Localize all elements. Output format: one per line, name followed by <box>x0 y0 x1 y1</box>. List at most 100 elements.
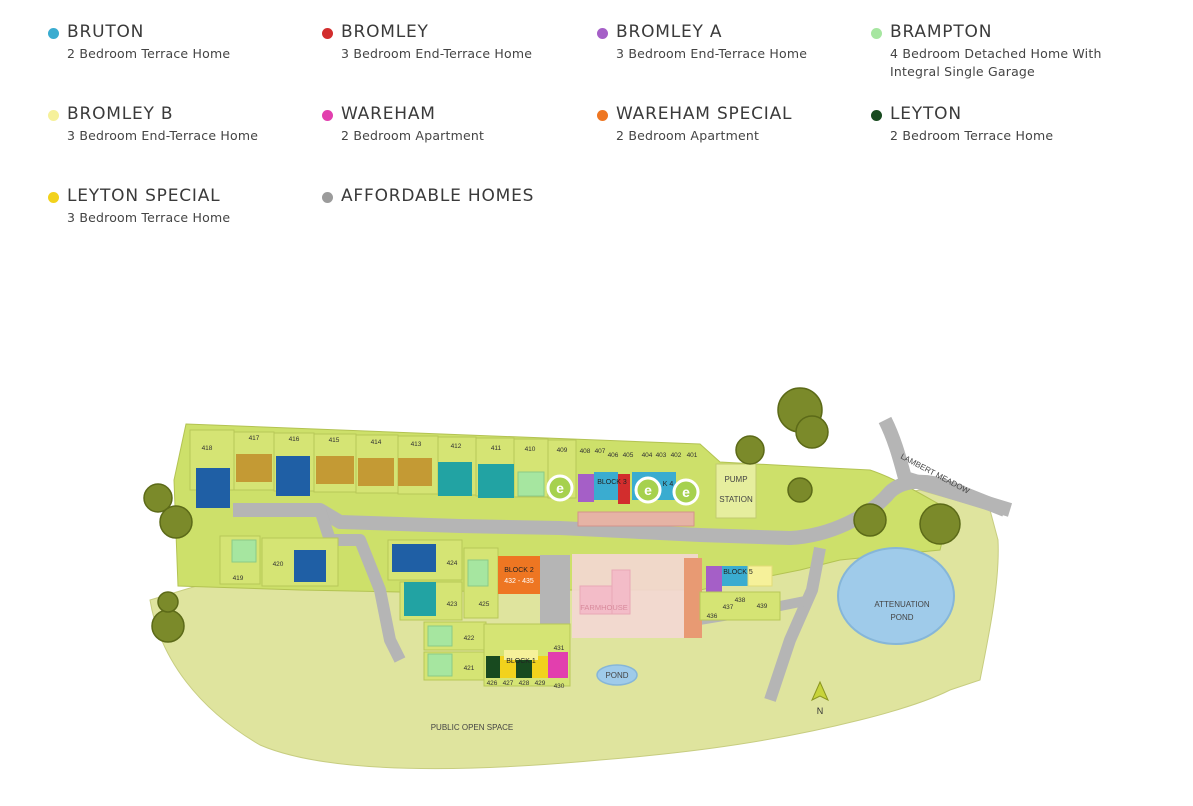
plot-label: 408 <box>580 448 591 455</box>
house-427 <box>500 656 516 678</box>
legend-dot <box>48 192 59 203</box>
house-412 <box>438 462 472 496</box>
block3-purple <box>578 474 594 502</box>
legend-dot <box>322 28 333 39</box>
legend-desc: 2 Bedroom Terrace Home <box>890 128 1054 143</box>
svg-text:e: e <box>644 482 652 498</box>
block-1 <box>483 623 571 687</box>
legend-desc: 3 Bedroom End-Terrace Home <box>616 46 808 61</box>
trees <box>143 387 961 643</box>
house-415 <box>316 456 354 484</box>
legend-desc: 3 Bedroom Terrace Home <box>67 210 231 225</box>
legend-dot <box>871 28 882 39</box>
legend-desc: 2 Bedroom Apartment <box>341 128 485 143</box>
attenuation-pond-label-1: ATTENUATION <box>874 600 929 609</box>
legend-dot <box>48 110 59 121</box>
block2-range-label: 432 - 435 <box>504 578 534 585</box>
block3-blue <box>594 472 618 500</box>
legend-name: BROMLEY B <box>67 104 174 124</box>
legend-desc: 2 Bedroom Apartment <box>616 128 760 143</box>
block2 <box>498 556 540 594</box>
parking-area <box>540 555 570 625</box>
legend-name: BROMLEY <box>341 22 429 42</box>
plot-label: 437 <box>723 604 734 611</box>
block5-label: BLOCK 5 <box>723 569 753 576</box>
legend-name: BRAMPTON <box>890 22 993 42</box>
public-open-space-label: PUBLIC OPEN SPACE <box>431 723 514 732</box>
tree-icon <box>159 505 193 539</box>
farmhouse-wing <box>611 569 631 615</box>
block4-label: K 4 <box>663 481 674 488</box>
plot-label: 412 <box>451 443 462 450</box>
plot-label: 422 <box>464 635 475 642</box>
tree-icon <box>787 477 813 503</box>
plots-east <box>699 591 781 621</box>
plot-label: 438 <box>735 597 746 604</box>
legend-dot <box>871 110 882 121</box>
legend-desc: 3 Bedroom End-Terrace Home <box>67 128 259 143</box>
block5-purple <box>706 566 722 592</box>
tree-icon <box>735 435 765 465</box>
tree-icon <box>795 415 829 449</box>
attenuation-pond <box>837 547 955 645</box>
house-420 <box>294 550 326 582</box>
top-houses <box>196 454 545 508</box>
plot-label: 405 <box>623 452 634 459</box>
house-425 <box>467 559 489 587</box>
legend-name: LEYTON SPECIAL <box>67 186 221 206</box>
plot-label: 425 <box>479 601 490 608</box>
plot-label: 427 <box>503 680 514 687</box>
site-plan-svg: e e e <box>143 387 1013 770</box>
plot-label: 406 <box>608 452 619 459</box>
pump-station-plot <box>715 463 757 519</box>
house-416 <box>276 456 310 496</box>
site-plan-map: e e e <box>0 360 1193 802</box>
affordable-markers: e e e <box>546 474 700 506</box>
affordable-e-icon <box>634 476 662 504</box>
plot-label: 410 <box>525 446 536 453</box>
legend-desc: 2 Bedroom Terrace Home <box>67 46 231 61</box>
plot-labels-mid: 419 420 424 423 425 422 421 <box>233 560 490 672</box>
plot-label: 404 <box>642 452 653 459</box>
legend-name: AFFORDABLE HOMES <box>341 186 535 206</box>
tree-icon <box>143 483 173 513</box>
block5-yellow <box>747 565 773 587</box>
middle-plots <box>219 535 781 681</box>
house-413 <box>398 458 432 486</box>
house-417 <box>236 454 272 482</box>
legend-desc: 4 Bedroom Detached Home With Integral Si… <box>890 46 1102 79</box>
block3-label: BLOCK 3 <box>597 479 627 486</box>
house-426 <box>486 656 500 678</box>
legend-dot <box>597 28 608 39</box>
legend-dot <box>322 110 333 121</box>
block5-blue <box>722 566 748 586</box>
plot-label: 418 <box>202 445 213 452</box>
house-418 <box>196 468 230 508</box>
house-411 <box>478 464 514 498</box>
house-430 <box>548 652 568 678</box>
plot-label: 430 <box>554 683 565 690</box>
house-429 <box>532 656 548 678</box>
legend-name: WAREHAM <box>341 104 436 124</box>
north-label: N <box>817 706 824 716</box>
house-419 <box>231 539 257 563</box>
block1-header <box>504 650 538 660</box>
plot-label: 415 <box>329 437 340 444</box>
legend-name: BROMLEY A <box>616 22 723 42</box>
plot-label: 426 <box>487 680 498 687</box>
plot-label: 436 <box>707 613 718 620</box>
attenuation-pond-label-2: POND <box>890 613 913 622</box>
lambert-meadow-road <box>878 416 1013 517</box>
plot-label: 407 <box>595 448 606 455</box>
house-424 <box>392 544 436 572</box>
block3-red <box>618 474 630 504</box>
house-414 <box>358 458 394 486</box>
legend-dot <box>322 192 333 203</box>
legend-name: BRUTON <box>67 22 145 42</box>
plot-label: 403 <box>656 452 667 459</box>
north-arrow-icon <box>810 680 830 702</box>
pond-label: POND <box>605 671 628 680</box>
peach-block <box>684 558 702 638</box>
plot-label: 414 <box>371 439 382 446</box>
legend-name: LEYTON <box>890 104 962 124</box>
